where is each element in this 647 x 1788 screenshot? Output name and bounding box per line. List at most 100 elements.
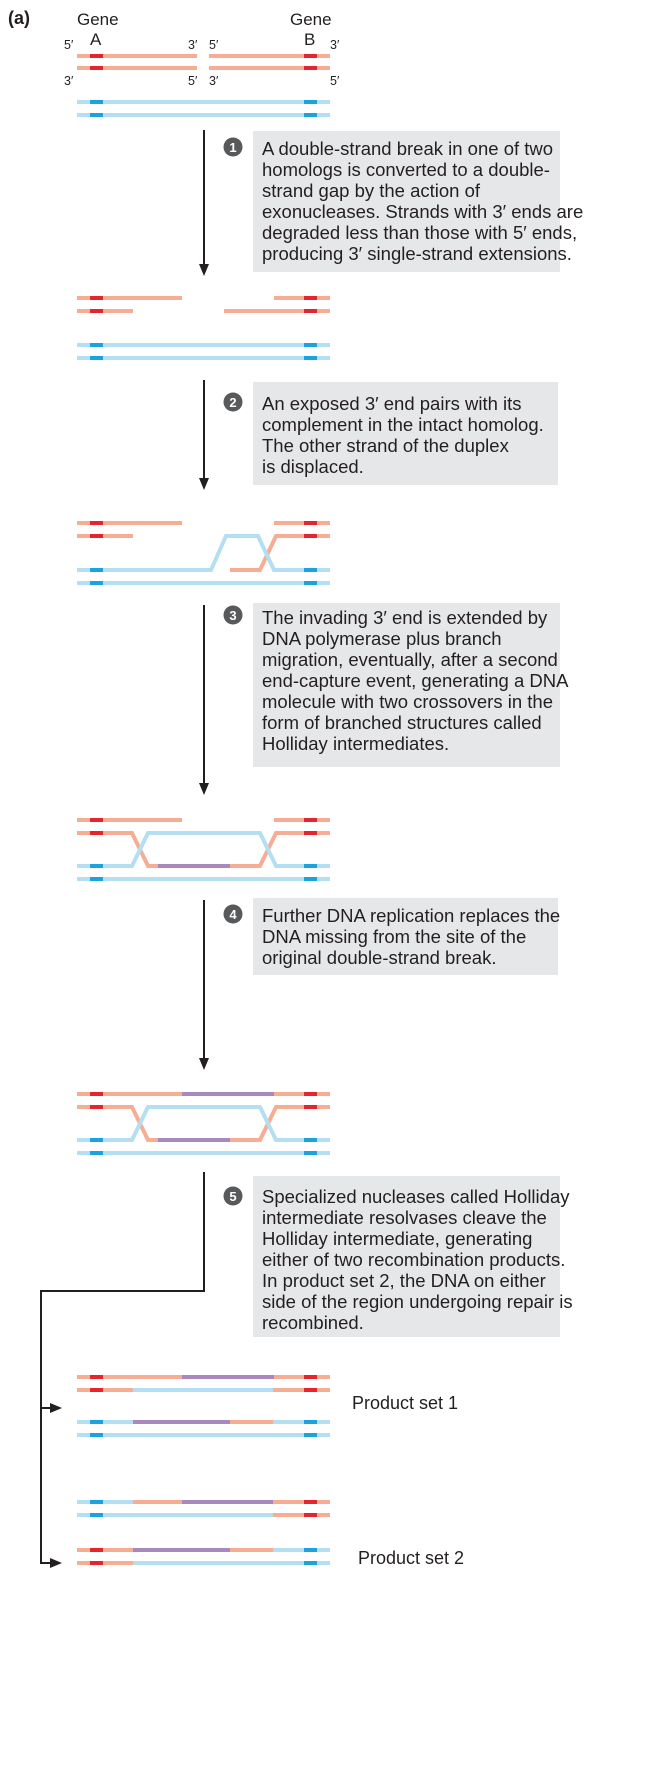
strand-salmon-invading	[230, 534, 330, 572]
product-set-2-label: Product set 2	[358, 1548, 464, 1568]
end-label-5-bottom-right: 5′	[330, 74, 340, 88]
gene-a-marker	[90, 1105, 103, 1109]
end-label-3-top-right: 3′	[330, 38, 340, 52]
gene-b-marker	[304, 1151, 317, 1155]
step-3-line: DNA polymerase plus branch	[262, 628, 502, 649]
gene-b-word: Gene	[290, 10, 332, 29]
step-2-line: complement in the intact homolog.	[262, 414, 544, 435]
gene-a-marker	[90, 568, 103, 572]
step-5-panel	[253, 1176, 560, 1337]
step-3-line: end-capture event, generating a DNA	[262, 670, 569, 691]
step-4-line: DNA missing from the site of the	[262, 926, 526, 947]
step-3-line: Holliday intermediates.	[262, 733, 449, 754]
product-set-2	[77, 1500, 330, 1565]
gene-a-marker	[90, 1500, 103, 1504]
stage-gap-filled	[77, 1092, 330, 1155]
step-1-line: exonucleases. Strands with 3′ ends are	[262, 201, 583, 222]
gene-b-marker	[304, 568, 317, 572]
gene-a-marker	[90, 581, 103, 585]
step-1-number: 1	[229, 140, 236, 155]
gene-b-marker	[304, 1433, 317, 1437]
gene-a-marker	[90, 1513, 103, 1517]
end-label-3-bottom-mid: 3′	[209, 74, 219, 88]
step-3-line: The invading 3′ end is extended by	[262, 607, 548, 628]
gene-b-marker	[304, 581, 317, 585]
gene-b-marker	[304, 1548, 317, 1552]
gene-a-marker	[90, 66, 103, 70]
step-3-circle-icon	[223, 605, 243, 625]
step-3-line: migration, eventually, after a second	[262, 649, 558, 670]
step-4-number: 4	[229, 907, 237, 922]
arrowhead	[199, 478, 209, 490]
end-label-5-top-left: 5′	[64, 38, 74, 52]
step-1-line: degraded less than those with 5′ ends,	[262, 222, 577, 243]
arrowhead	[50, 1403, 62, 1413]
gene-b-marker	[304, 831, 317, 835]
strand-displaced-loop	[77, 534, 330, 572]
step-1-circle-icon	[223, 137, 243, 157]
strand-salmon-crossover-right	[230, 1105, 330, 1142]
step-5-line: recombined.	[262, 1312, 364, 1333]
product-set-1	[77, 1375, 330, 1437]
gene-a-marker	[90, 100, 103, 104]
arrowhead	[199, 783, 209, 795]
gene-a-marker	[90, 877, 103, 881]
step-3-number: 3	[229, 608, 236, 623]
step-2-text: An exposed 3′ end pairs with its complem…	[262, 393, 544, 477]
step-4-panel	[253, 898, 558, 975]
gene-a-marker	[90, 356, 103, 360]
step-5-line: intermediate resolvases cleave the	[262, 1207, 547, 1228]
gene-b-marker	[304, 309, 317, 313]
gene-a-marker	[90, 296, 103, 300]
step-4-line: original double-strand break.	[262, 947, 496, 968]
gene-b-marker	[304, 66, 317, 70]
gene-b-marker	[304, 54, 317, 58]
gene-a-marker	[90, 818, 103, 822]
arrowhead	[199, 1058, 209, 1070]
strand-blue-crossover	[77, 1105, 330, 1142]
gene-b-letter: B	[304, 30, 315, 49]
gene-a-marker	[90, 1433, 103, 1437]
gene-a-marker	[90, 1138, 103, 1142]
gene-a-marker	[90, 521, 103, 525]
step-5-line: either of two recombination products.	[262, 1249, 565, 1270]
strand-salmon-crossover-right	[230, 831, 330, 868]
step-3-text: The invading 3′ end is extended by DNA p…	[262, 607, 569, 754]
arrowhead	[50, 1558, 62, 1568]
arrowhead	[199, 264, 209, 276]
gene-a-marker	[90, 113, 103, 117]
step-5-line: In product set 2, the DNA on either	[262, 1270, 546, 1291]
step-4-line: Further DNA replication replaces the	[262, 905, 560, 926]
step-1-text: A double-strand break in one of two homo…	[262, 138, 583, 264]
gene-a-marker	[90, 1561, 103, 1565]
step-2-circle-icon	[223, 392, 243, 412]
step-1-line: producing 3′ single-strand extensions.	[262, 243, 572, 264]
gene-b-marker	[304, 1138, 317, 1142]
end-label-3-bottom-left: 3′	[64, 74, 74, 88]
step-4-text: Further DNA replication replaces the DNA…	[262, 905, 560, 968]
step-5-text: Specialized nucleases called Holliday in…	[262, 1186, 573, 1333]
step-1-line: A double-strand break in one of two	[262, 138, 553, 159]
step-3-panel	[253, 603, 560, 767]
gene-b-marker	[304, 1500, 317, 1504]
step-2-line: is displaced.	[262, 456, 364, 477]
gene-b-marker	[304, 1513, 317, 1517]
step-1-line: strand gap by the action of	[262, 180, 481, 201]
step-2-panel	[253, 382, 558, 485]
gene-b-marker	[304, 534, 317, 538]
gene-a-letter: A	[90, 30, 102, 49]
step-5-circle-icon	[223, 1186, 243, 1206]
gene-a-marker	[90, 1151, 103, 1155]
gene-b-marker	[304, 100, 317, 104]
step-2-line: An exposed 3′ end pairs with its	[262, 393, 522, 414]
step-1-line: homologs is converted to a double-	[262, 159, 550, 180]
step-5-line: side of the region undergoing repair is	[262, 1291, 573, 1312]
gene-b-marker	[304, 356, 317, 360]
step-2-number: 2	[229, 395, 236, 410]
gene-b-marker	[304, 877, 317, 881]
step-3-line: form of branched structures called	[262, 712, 542, 733]
end-label-5-bottom-mid: 5′	[188, 74, 198, 88]
gene-b-marker	[304, 1105, 317, 1109]
gene-b-marker	[304, 113, 317, 117]
